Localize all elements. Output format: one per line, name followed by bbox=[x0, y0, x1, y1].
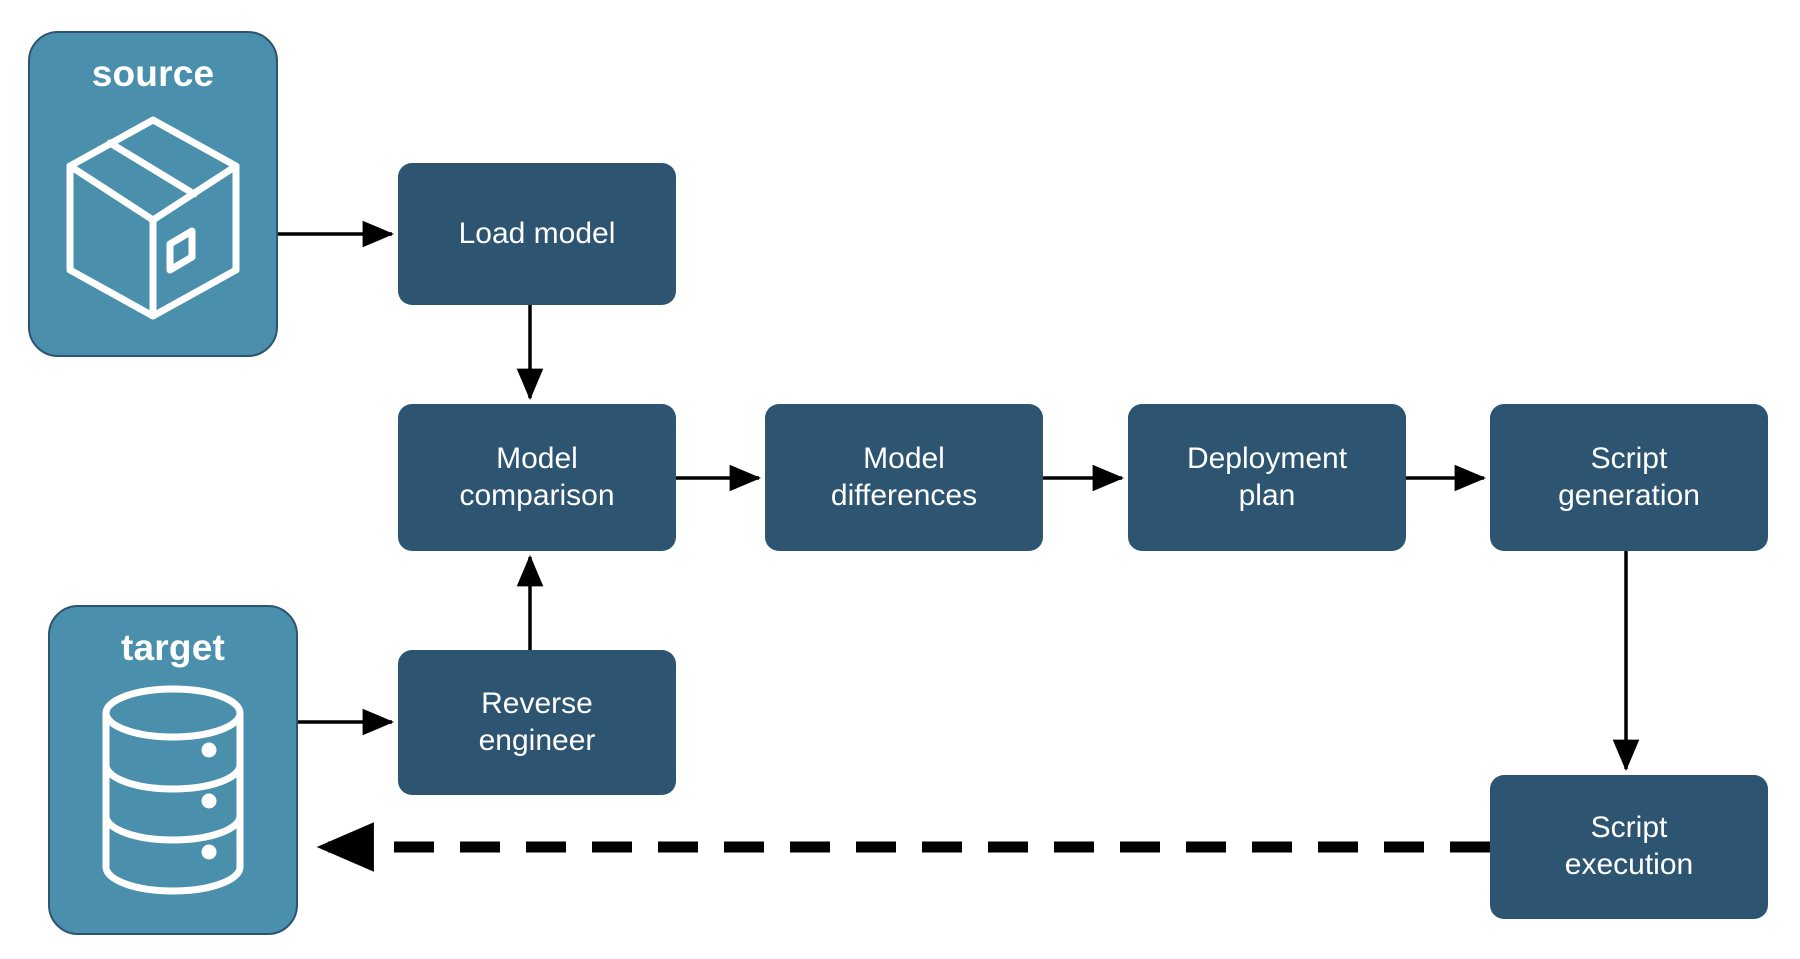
target-node[interactable]: target bbox=[48, 605, 298, 935]
process-label-line: Script bbox=[1590, 811, 1668, 845]
process-label-line: Model bbox=[863, 441, 945, 475]
process-label-line: Script bbox=[1590, 441, 1668, 475]
process-label-line: execution bbox=[1564, 848, 1694, 881]
target-node-label: target bbox=[121, 627, 225, 668]
process-node-model-differences[interactable]: Model differences bbox=[765, 404, 1043, 551]
process-label-line: Model bbox=[496, 441, 578, 475]
process-label-line: plan bbox=[1238, 478, 1296, 512]
process-node-script-execution[interactable]: Script execution bbox=[1490, 775, 1768, 919]
database-cylinder-icon bbox=[93, 682, 253, 903]
process-label-line: generation bbox=[1558, 478, 1700, 512]
process-label-line: comparison bbox=[459, 478, 615, 512]
process-node-reverse-engineer[interactable]: Reverse engineer bbox=[398, 650, 676, 795]
process-label-line: differences bbox=[830, 478, 978, 512]
process-label-line: Deployment bbox=[1186, 441, 1348, 475]
package-box-icon bbox=[58, 108, 248, 333]
process-label-line: Load model bbox=[458, 216, 616, 250]
process-label-line: Reverse bbox=[481, 686, 593, 720]
process-label-line: engineer bbox=[478, 723, 596, 757]
process-node-load-model[interactable]: Load model bbox=[398, 163, 676, 305]
source-node-label: source bbox=[91, 53, 215, 94]
process-node-script-generation[interactable]: Script generation bbox=[1490, 404, 1768, 551]
source-node[interactable]: source bbox=[28, 31, 278, 357]
process-node-model-comparison[interactable]: Model comparison bbox=[398, 404, 676, 551]
process-node-deployment-plan[interactable]: Deployment plan bbox=[1128, 404, 1406, 551]
